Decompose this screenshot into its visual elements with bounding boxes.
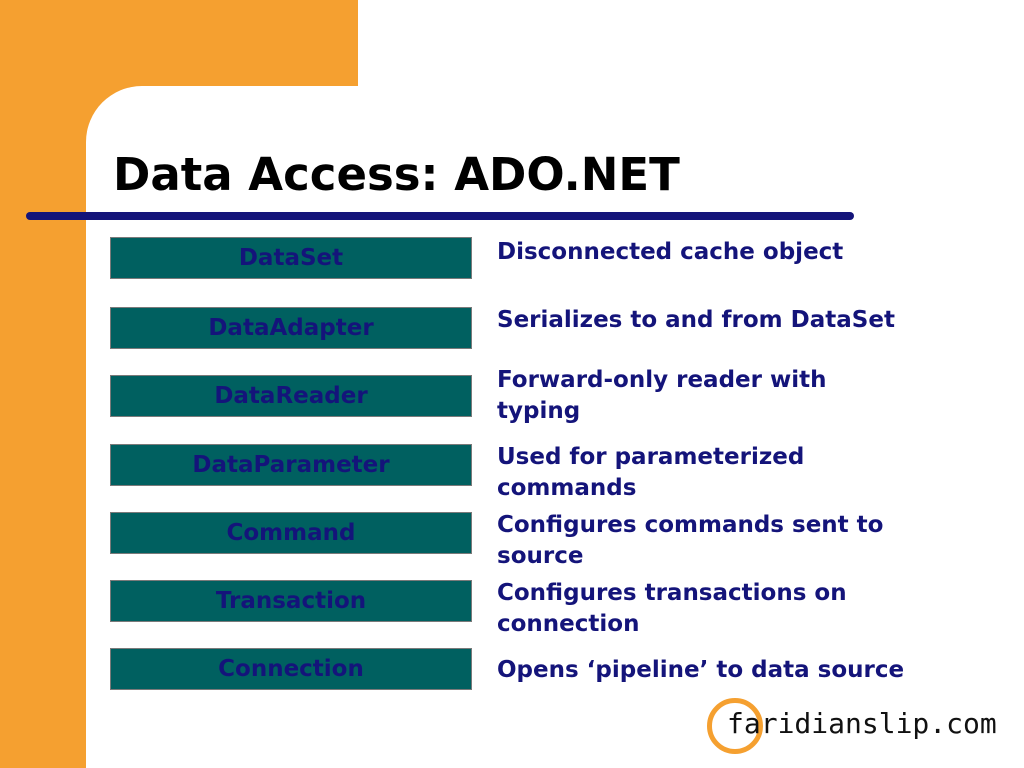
description-transaction: Configures transactions on connection (497, 580, 847, 637)
term-box-datareader: DataReader (110, 375, 472, 417)
term-box-dataparameter: DataParameter (110, 444, 472, 486)
term-box-dataset: DataSet (110, 237, 472, 279)
description-dataadapter: Serializes to and from DataSet (497, 307, 895, 333)
term-box-dataadapter: DataAdapter (110, 307, 472, 349)
description-datareader: Forward-only reader with typing (497, 367, 827, 424)
orange-left-band (0, 0, 86, 768)
logo-ring-icon (707, 698, 763, 754)
term-box-transaction: Transaction (110, 580, 472, 622)
description-command: Configures commands sent to source (497, 512, 884, 569)
term-box-connection: Connection (110, 648, 472, 690)
description-connection: Opens ‘pipeline’ to data source (497, 657, 905, 683)
term-box-command: Command (110, 512, 472, 554)
site-logo: faridianslip.com (707, 698, 997, 754)
description-dataset: Disconnected cache object (497, 239, 844, 265)
slide-title: Data Access: ADO.NET (113, 148, 680, 201)
title-underline (26, 212, 854, 220)
logo-text: faridianslip.com (727, 706, 997, 740)
description-dataparameter: Used for parameterized commands (497, 444, 805, 501)
